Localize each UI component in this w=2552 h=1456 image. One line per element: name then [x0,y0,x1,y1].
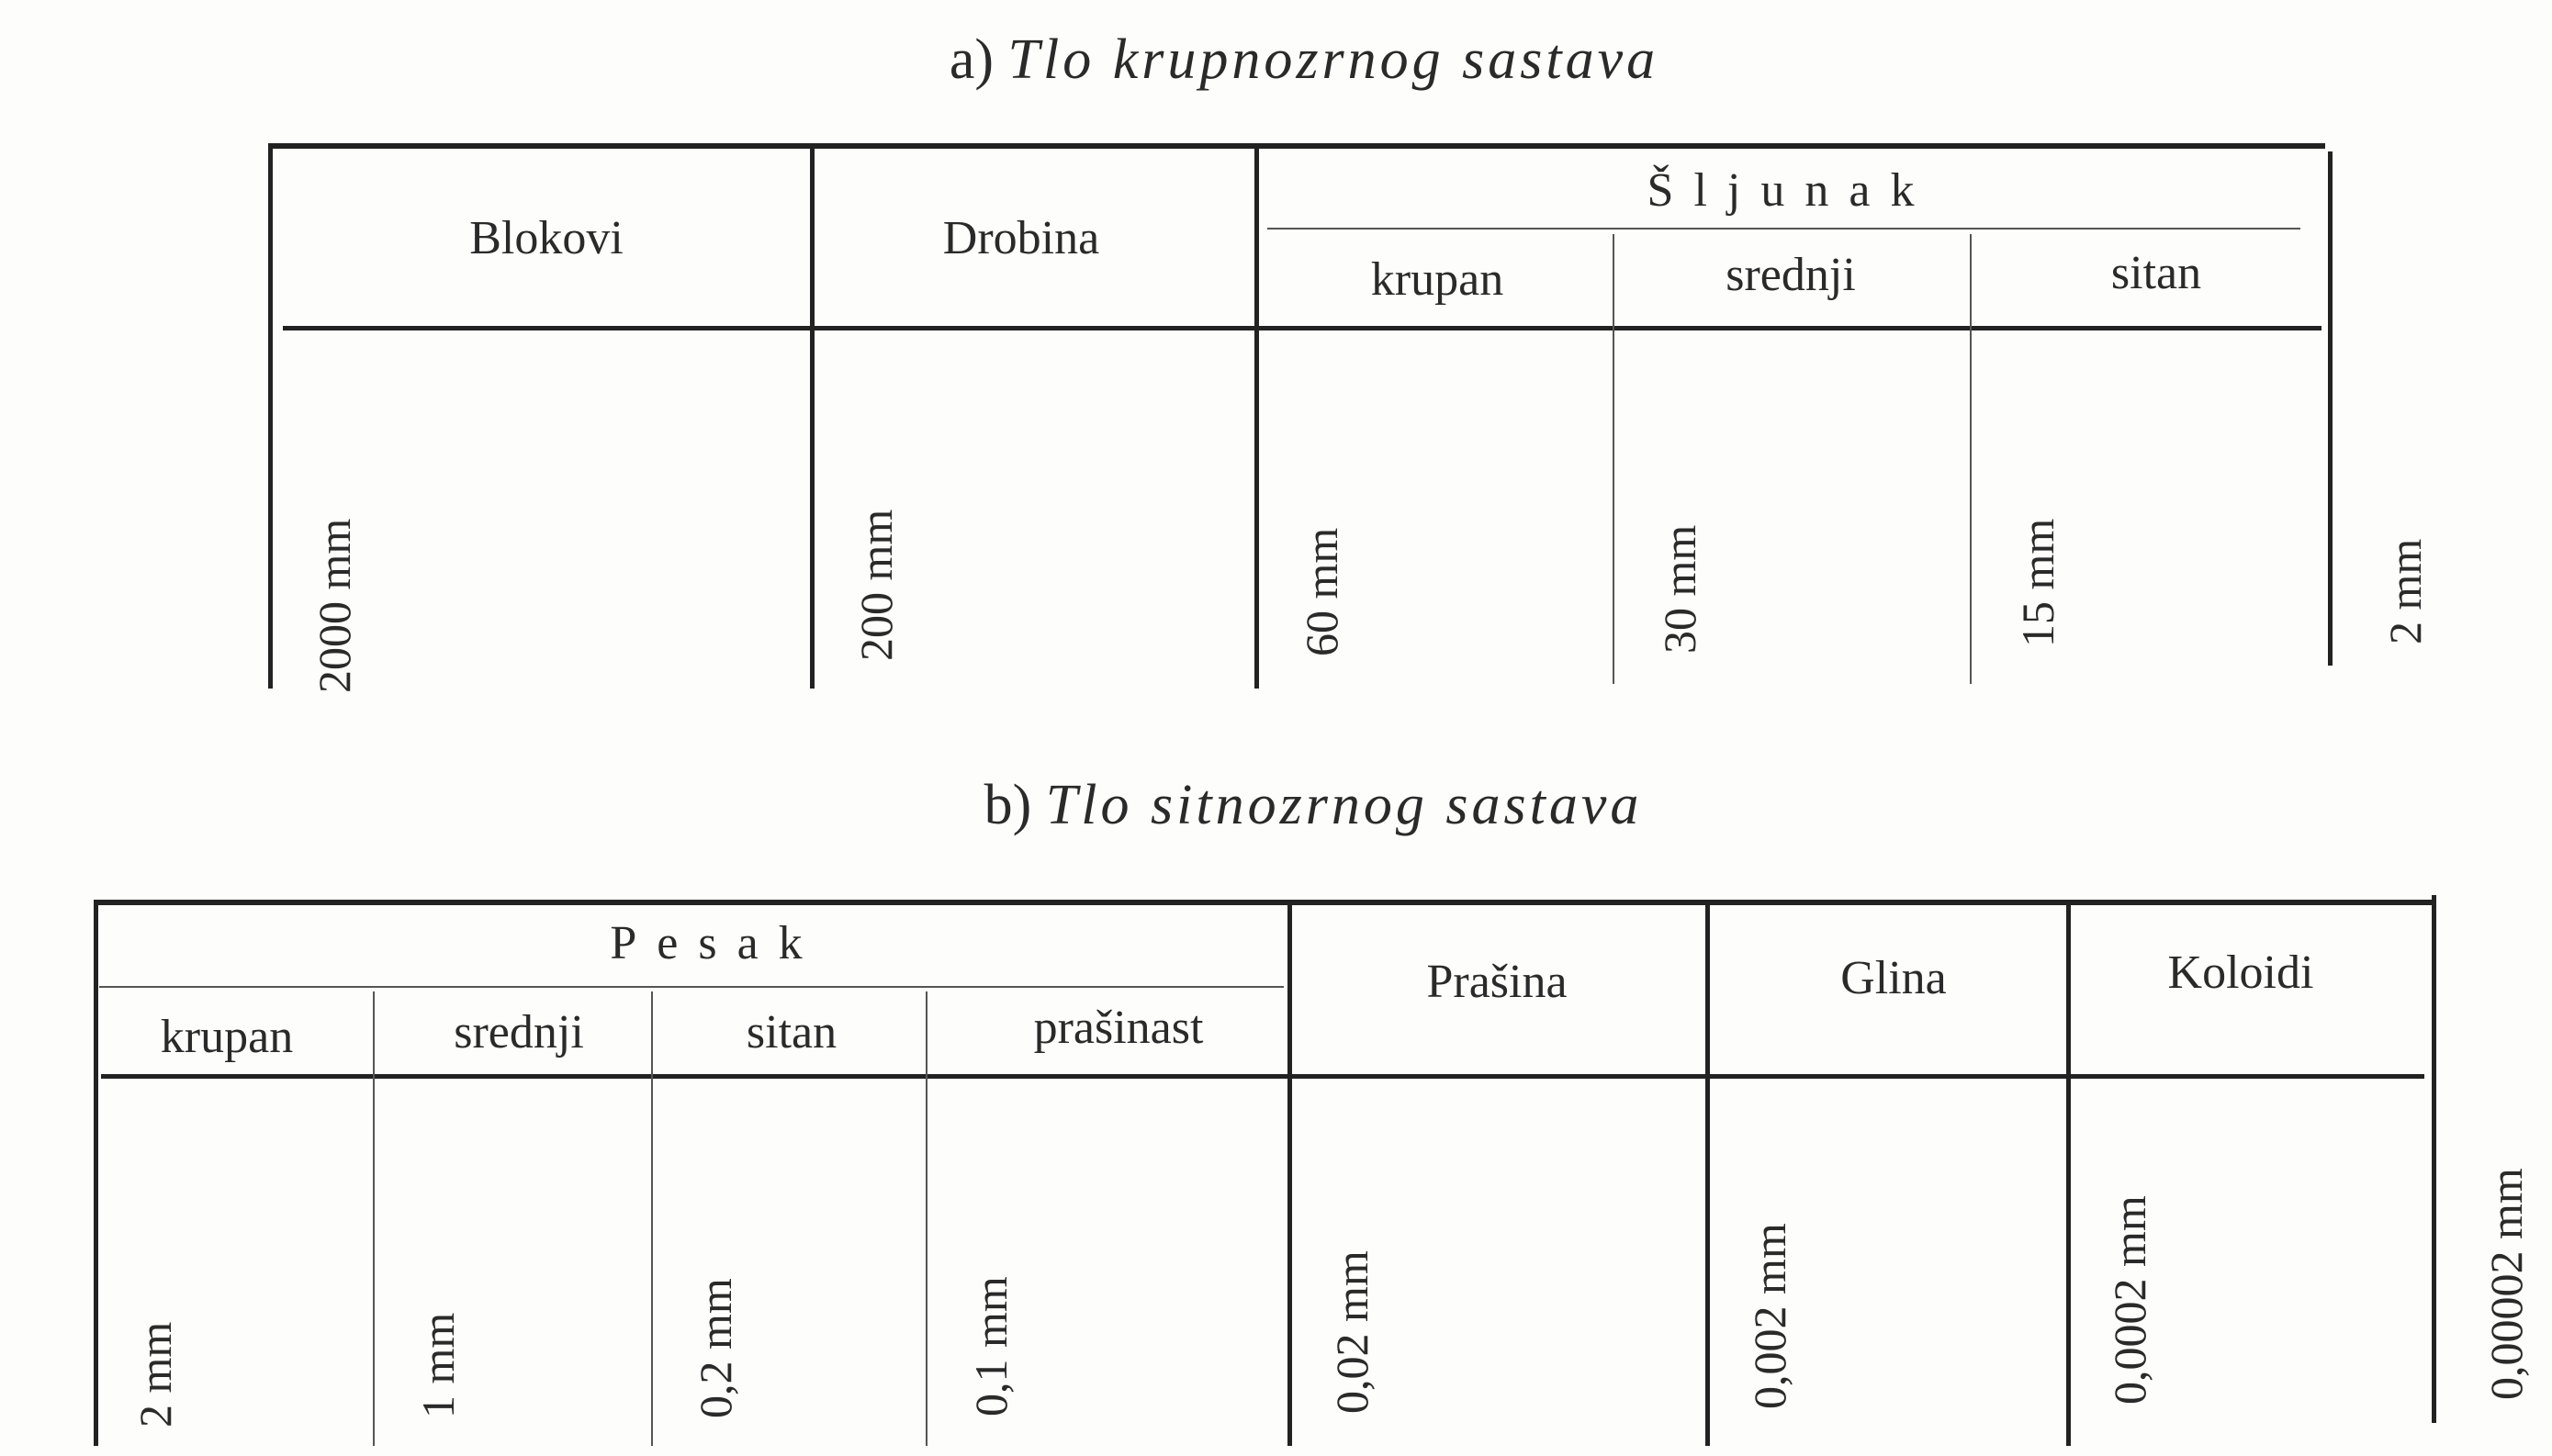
header-glina: Glina [1840,952,1947,1004]
col-line [1254,147,1259,689]
header-srednji: srednji [1726,249,1856,301]
header-blokovi: Blokovi [469,212,624,264]
header-sitan: sitan [746,1006,838,1058]
col-line [1970,234,1972,684]
rule-header [283,326,2322,330]
col-line [810,147,815,689]
table-a-title: a) Tlo krupnozrnog sastava [950,28,1658,93]
col-line [1287,904,1292,1446]
rule-top [94,900,2435,905]
col-line [2432,895,2436,1423]
header-prasinast: prašinast [1033,1002,1204,1054]
col-line [373,991,375,1446]
col-line [1705,904,1710,1446]
bound-label: 60 mm [1296,527,1347,656]
rule-sub [1267,228,2300,230]
bound-label: 200 mm [850,509,902,661]
rule-header [101,1074,2424,1079]
bound-label: 2000 mm [309,518,360,693]
header-sljunak: Šljunak [1647,164,1935,217]
bound-label: 0,002 mm [1744,1223,1795,1409]
col-line [268,147,273,689]
title-prefix: a) [949,28,995,91]
col-line [2328,151,2333,666]
bound-label: 30 mm [1654,524,1705,654]
title-text: Tlo krupnozrnog sastava [1007,28,1659,91]
table-b-title: b) Tlo sitnozrnog sastava [984,773,1643,838]
title-prefix: b) [984,774,1032,836]
bound-label: 1 mm [412,1312,464,1418]
bound-label: 0,02 mm [1326,1250,1377,1414]
bound-label: 2 mm [2379,538,2431,644]
col-line [1613,234,1614,684]
header-krupan: krupan [160,1011,294,1063]
col-line [94,904,98,1446]
col-line [651,991,653,1446]
header-srednji: srednji [454,1006,584,1058]
bound-label: 0,2 mm [690,1278,741,1418]
header-pesak: Pesak [610,917,823,969]
bound-label: 15 mm [2012,518,2063,647]
header-koloidi: Koloidi [2167,946,2314,999]
header-krupan: krupan [1370,253,1504,306]
header-sitan: sitan [2110,247,2202,299]
bound-label: 0,0002 mm [2104,1195,2155,1405]
col-line [926,991,927,1446]
bound-label: 0,1 mm [965,1276,1017,1417]
bound-label: 2 mm [129,1321,181,1428]
bound-label: 0,00002 mm [2480,1168,2532,1400]
rule-top [268,143,2325,149]
header-drobina: Drobina [942,212,1100,264]
rule-sub [99,986,1284,988]
col-line [2066,904,2071,1446]
header-prasina: Prašina [1426,956,1568,1008]
title-text: Tlo sitnozrnog sastava [1045,774,1643,836]
